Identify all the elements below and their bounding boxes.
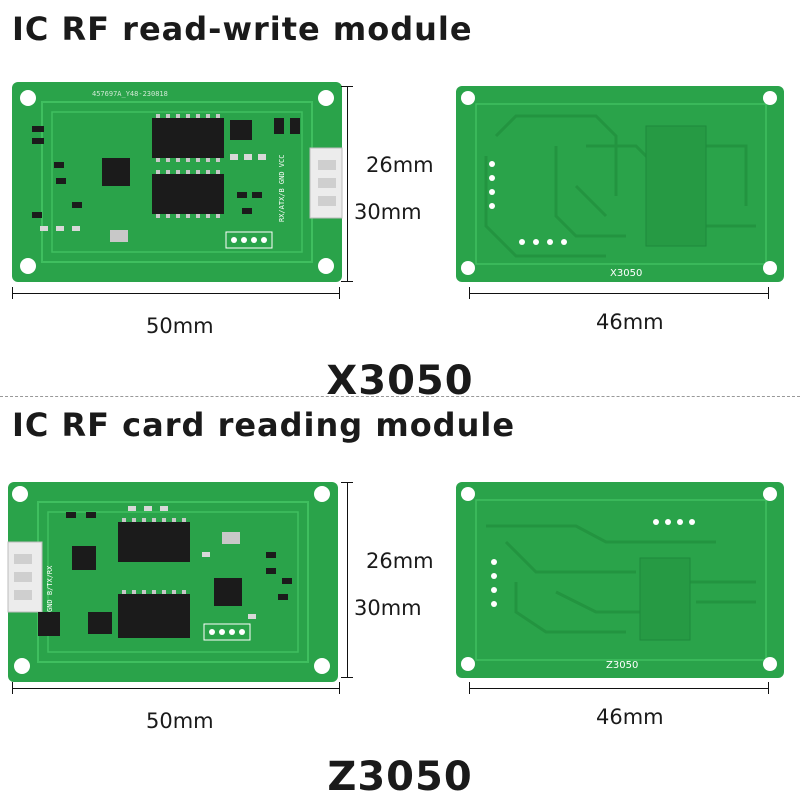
shield-area: [645, 125, 707, 247]
mount-hole: [318, 258, 334, 274]
dim-width-front: 50mm: [146, 314, 214, 338]
mcu-chip: [102, 158, 130, 186]
back-label: Z3050: [606, 660, 638, 671]
dim-line-horizontal: [12, 293, 340, 294]
section-1-title: IC RF read-write module: [12, 10, 473, 48]
dim-height-a: 26mm: [366, 153, 434, 177]
mount-hole: [461, 91, 475, 105]
section-divider: [0, 396, 800, 397]
ic-chip: [118, 594, 190, 638]
section-2-model: Z3050: [327, 754, 473, 800]
regulator: [230, 120, 252, 140]
pins-label: RX/ATX/B GND VCC: [278, 155, 286, 222]
mount-hole: [461, 487, 475, 501]
x3050-front-board: 457697A_Y48-230818 RX/ATX/B GND VCC: [12, 82, 343, 282]
silk-label: 457697A_Y48-230818: [92, 90, 168, 98]
header-pins: [209, 629, 245, 635]
ic-chip: [152, 118, 224, 158]
mount-hole: [763, 487, 777, 501]
dim-line-horizontal: [469, 688, 769, 689]
dim-width-back: 46mm: [596, 705, 664, 729]
ic-chip: [118, 522, 190, 562]
regulator: [38, 612, 60, 636]
z3050-front-board: GND B/TX/RX: [7, 482, 338, 682]
mcu-chip: [72, 546, 96, 570]
mount-hole: [12, 486, 28, 502]
via-pads: [491, 519, 695, 607]
dim-line-vertical: [347, 482, 348, 678]
mcu-chip: [214, 578, 242, 606]
mount-hole: [20, 258, 36, 274]
shield-area: [639, 557, 691, 641]
mount-hole: [20, 90, 36, 106]
section-2-title: IC RF card reading module: [12, 406, 516, 444]
z3050-back-board: Z3050: [456, 482, 784, 678]
dim-height-b: 30mm: [354, 200, 422, 224]
dim-line-horizontal: [469, 293, 769, 294]
mount-hole: [14, 658, 30, 674]
mount-hole: [763, 657, 777, 671]
header-pins: [231, 237, 267, 243]
dim-height-b: 30mm: [354, 596, 422, 620]
mount-hole: [314, 658, 330, 674]
mount-hole: [318, 90, 334, 106]
mount-hole: [461, 657, 475, 671]
x3050-back-board: X3050: [456, 86, 784, 282]
dim-width-back: 46mm: [596, 310, 664, 334]
mount-hole: [314, 486, 330, 502]
crystal: [110, 230, 128, 242]
via-pads: [489, 161, 567, 245]
pins-label: GND B/TX/RX: [46, 565, 54, 612]
mount-hole: [763, 261, 777, 275]
section-1-model: X3050: [326, 358, 474, 404]
dim-line-horizontal: [12, 688, 340, 689]
regulator: [88, 612, 112, 634]
crystal: [222, 532, 240, 544]
back-label: X3050: [610, 268, 642, 279]
dim-line-vertical: [347, 86, 348, 282]
mount-hole: [763, 91, 777, 105]
dim-height-a: 26mm: [366, 549, 434, 573]
dim-width-front: 50mm: [146, 709, 214, 733]
mount-hole: [461, 261, 475, 275]
ic-chip: [152, 174, 224, 214]
